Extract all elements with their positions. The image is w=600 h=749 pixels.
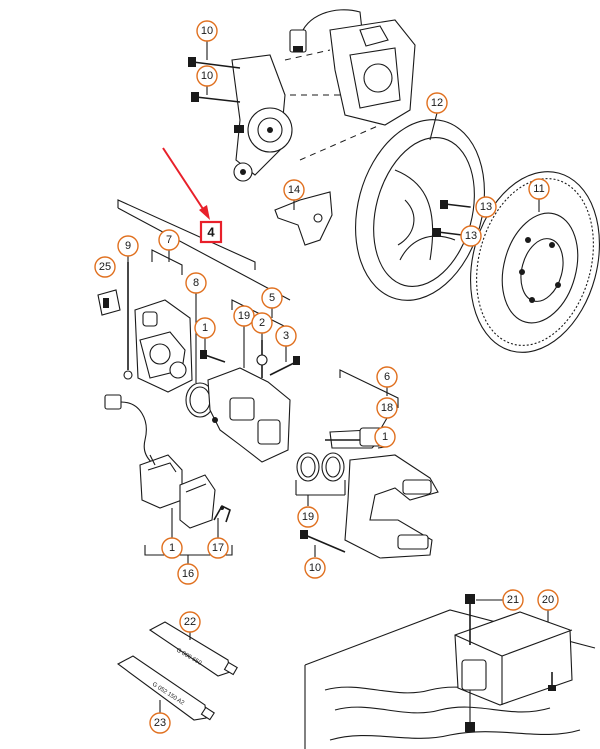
svg-text:1: 1 (202, 322, 208, 334)
callout-25: 25 (94, 256, 116, 278)
callout-10-mid: 10 (196, 65, 218, 87)
brake-disc (470, 171, 600, 353)
callout-11: 11 (528, 178, 550, 200)
svg-text:10: 10 (309, 562, 321, 574)
spring-clip (213, 504, 231, 523)
caliper-carrier (207, 367, 291, 463)
guide-bolts (200, 340, 300, 378)
callout-17: 17 (207, 537, 229, 559)
svg-text:19: 19 (302, 511, 314, 523)
svg-text:13: 13 (480, 201, 492, 213)
clip-part-25 (97, 289, 121, 316)
svg-text:17: 17 (212, 542, 224, 554)
bracket-part-14 (274, 191, 333, 246)
callout-20: 20 (537, 589, 559, 611)
splash-shield (355, 119, 485, 301)
callout-23: 23 (149, 712, 171, 734)
callout-22: 22 (179, 611, 201, 633)
svg-text:8: 8 (193, 277, 199, 289)
caliper-housing (134, 299, 193, 393)
highlight-box-4: 4 (199, 220, 223, 244)
bleed-screw (123, 262, 133, 380)
callout-1-right: 1 (374, 426, 396, 448)
callout-13-upper: 13 (475, 196, 497, 218)
svg-text:12: 12 (431, 97, 443, 109)
svg-text:20: 20 (542, 594, 554, 606)
callout-3: 3 (275, 325, 297, 347)
svg-text:10: 10 (201, 25, 213, 37)
callout-1-upper: 1 (194, 317, 216, 339)
svg-text:5: 5 (269, 292, 275, 304)
control-unit (304, 594, 596, 749)
bolts-part-13 (433, 200, 471, 237)
svg-text:7: 7 (166, 234, 172, 246)
svg-text:18: 18 (381, 402, 393, 414)
svg-text:14: 14 (288, 184, 300, 196)
callout-19-lower: 19 (297, 506, 319, 528)
callout-12: 12 (426, 92, 448, 114)
callout-10-bottom: 10 (304, 557, 326, 579)
svg-text:21: 21 (507, 594, 519, 606)
callout-18: 18 (376, 397, 398, 419)
svg-text:9: 9 (125, 240, 131, 252)
callout-9: 9 (117, 235, 139, 257)
svg-text:1: 1 (382, 431, 388, 443)
svg-text:1: 1 (169, 542, 175, 554)
callout-6: 6 (376, 366, 398, 388)
right-caliper-assembly (295, 427, 439, 559)
svg-text:19: 19 (238, 310, 250, 322)
highlight-pointer (162, 147, 210, 220)
callout-2: 2 (251, 312, 273, 334)
svg-text:3: 3 (283, 330, 289, 342)
svg-text:22: 22 (184, 616, 196, 628)
svg-text:10: 10 (201, 70, 213, 82)
svg-text:2: 2 (259, 317, 265, 329)
steering-knuckle-assembly (188, 9, 416, 182)
callout-1-lower: 1 (161, 537, 183, 559)
callout-5: 5 (261, 287, 283, 309)
svg-text:6: 6 (384, 371, 390, 383)
callout-16: 16 (177, 563, 199, 585)
svg-text:4: 4 (207, 225, 215, 240)
callout-10-top: 10 (196, 20, 218, 42)
callout-14: 14 (283, 179, 305, 201)
brake-pads (139, 454, 219, 545)
svg-text:13: 13 (465, 230, 477, 242)
svg-text:16: 16 (182, 568, 194, 580)
svg-text:25: 25 (99, 261, 111, 273)
callout-labels: 10 10 12 14 13 13 11 7 9 25 8 5 19 2 1 3… (94, 20, 559, 734)
callout-21: 21 (502, 589, 524, 611)
callout-7: 7 (158, 229, 180, 251)
callout-19-upper: 19 (233, 305, 255, 327)
svg-text:11: 11 (533, 183, 544, 195)
callout-8: 8 (185, 272, 207, 294)
svg-text:23: 23 (154, 717, 166, 729)
callout-13-lower: 13 (460, 225, 482, 247)
